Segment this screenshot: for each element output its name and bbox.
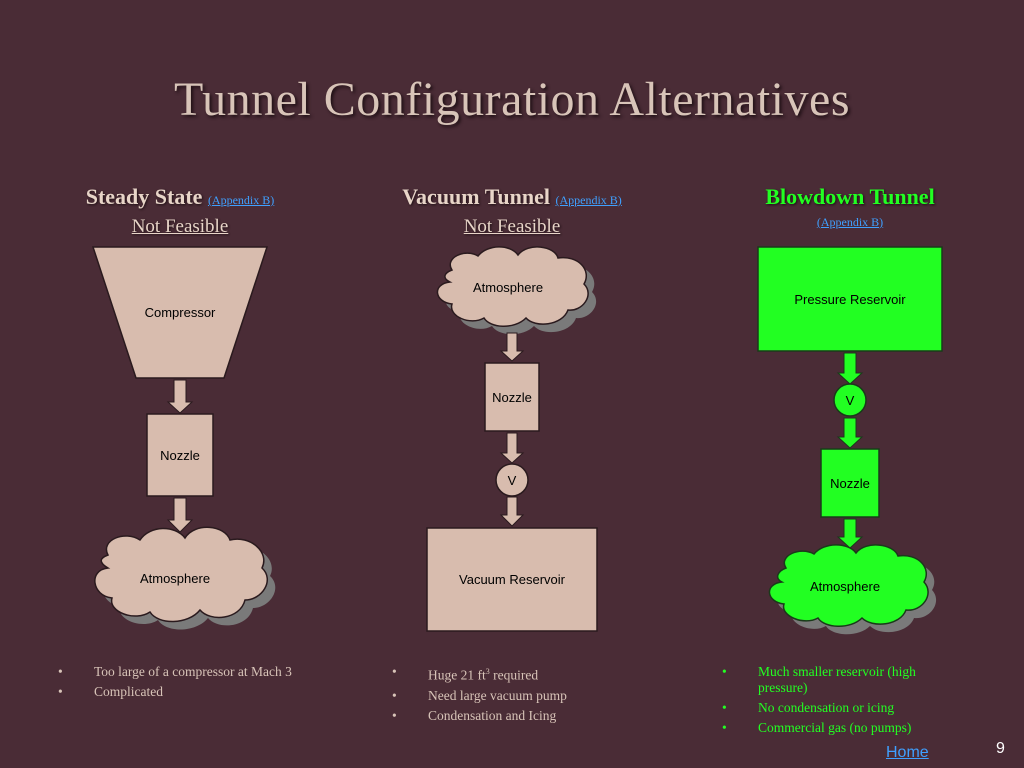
steady-state-appendix-link[interactable]: (Appendix B) [207, 193, 275, 207]
blowdown-tunnel-title: Blowdown Tunnel [765, 184, 935, 209]
blowdown-nozzle-box: Nozzle [820, 448, 880, 518]
vacuum-tunnel-heading: Vacuum Tunnel (Appendix B) [362, 184, 662, 210]
atmosphere-cloud: Atmosphere [94, 526, 276, 630]
pressure-reservoir-label: Pressure Reservoir [794, 292, 906, 307]
arrow-valve-to-reservoir [499, 496, 525, 527]
nozzle-box: Nozzle [146, 413, 214, 497]
steady-state-bullets: Too large of a compressor at Mach 3 Comp… [58, 664, 318, 704]
blowdown-atmosphere-cloud: Atmosphere [768, 544, 937, 635]
nozzle-label: Nozzle [160, 448, 200, 463]
vacuum-nozzle-label: Nozzle [492, 390, 532, 405]
pressure-reservoir-box: Pressure Reservoir [757, 246, 943, 352]
blowdown-valve-label: V [846, 393, 855, 408]
arrow-compressor-to-nozzle [166, 379, 194, 414]
slide-title: Tunnel Configuration Alternatives [173, 73, 850, 126]
blowdown-tunnel-bullets: Much smaller reservoir (high pressure) N… [722, 664, 962, 740]
vacuum-atmosphere-label: Atmosphere [473, 280, 543, 295]
vacuum-tunnel-status: Not Feasible [463, 216, 561, 237]
vacuum-atmosphere-cloud: Atmosphere [436, 246, 597, 335]
vacuum-valve-label: V [508, 473, 517, 488]
steady-state-title: Steady State [85, 184, 203, 209]
arrow-nozzle-to-atmosphere-blowdown [836, 518, 864, 549]
compressor-label: Compressor [145, 305, 216, 320]
steady-state-status: Not Feasible [131, 216, 229, 237]
blowdown-atmosphere-label: Atmosphere [810, 579, 880, 594]
steady-state-heading: Steady State (Appendix B) [30, 184, 330, 210]
arrow-reservoir-to-valve [836, 352, 864, 385]
arrow-valve-to-nozzle [836, 417, 864, 449]
vacuum-tunnel-appendix-link[interactable]: (Appendix B) [555, 193, 622, 207]
blowdown-tunnel-appendix-link[interactable]: (Appendix B) [816, 215, 884, 229]
vacuum-reservoir-label: Vacuum Reservoir [459, 572, 566, 587]
compressor-shape: Compressor [91, 246, 269, 379]
list-item: Too large of a compressor at Mach 3 [58, 664, 318, 680]
home-link[interactable]: Home [886, 744, 929, 761]
page-number: 9 [996, 740, 1005, 757]
arrow-nozzle-to-atmosphere [166, 497, 194, 533]
vacuum-nozzle-box: Nozzle [484, 362, 540, 432]
list-item: Need large vacuum pump [392, 688, 652, 704]
vacuum-tunnel-bullets: Huge 21 ft3 required Need large vacuum p… [392, 664, 652, 728]
list-item: Condensation and Icing [392, 708, 652, 724]
list-item: Huge 21 ft3 required [392, 664, 652, 684]
arrow-atmosphere-to-nozzle [499, 332, 525, 362]
vacuum-valve-circle: V [495, 463, 529, 497]
blowdown-valve-circle: V [833, 383, 867, 417]
list-item: Much smaller reservoir (high pressure) [722, 664, 962, 696]
list-item: Complicated [58, 684, 318, 700]
vacuum-tunnel-title: Vacuum Tunnel [402, 184, 550, 209]
arrow-nozzle-to-valve [499, 432, 525, 464]
blowdown-nozzle-label: Nozzle [830, 476, 870, 491]
vacuum-reservoir-box: Vacuum Reservoir [426, 527, 598, 632]
atmosphere-label: Atmosphere [140, 571, 210, 586]
list-item: No condensation or icing [722, 700, 962, 716]
list-item: Commercial gas (no pumps) [722, 720, 962, 736]
